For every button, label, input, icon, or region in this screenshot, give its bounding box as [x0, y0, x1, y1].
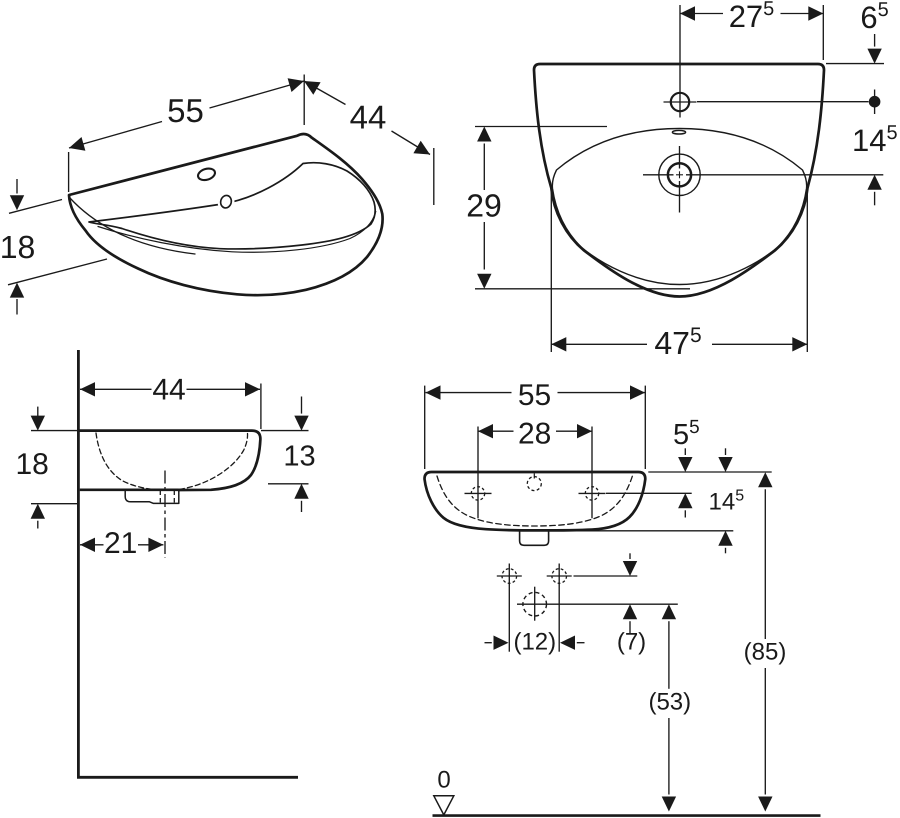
svg-text:(53): (53) — [648, 689, 691, 716]
svg-text:18: 18 — [0, 229, 35, 265]
svg-text:55: 55 — [518, 379, 551, 412]
svg-text:28: 28 — [518, 418, 551, 451]
svg-text:(85): (85) — [744, 639, 787, 666]
svg-text:13: 13 — [283, 441, 315, 473]
svg-text:29: 29 — [466, 188, 502, 224]
svg-text:18: 18 — [16, 448, 49, 481]
svg-text:55: 55 — [167, 92, 204, 129]
svg-text:44: 44 — [350, 99, 387, 136]
svg-text:44: 44 — [152, 374, 185, 407]
svg-text:21: 21 — [104, 527, 137, 560]
svg-text:0: 0 — [437, 767, 450, 794]
svg-text:(7): (7) — [617, 629, 646, 656]
svg-text:(12): (12) — [513, 629, 556, 656]
